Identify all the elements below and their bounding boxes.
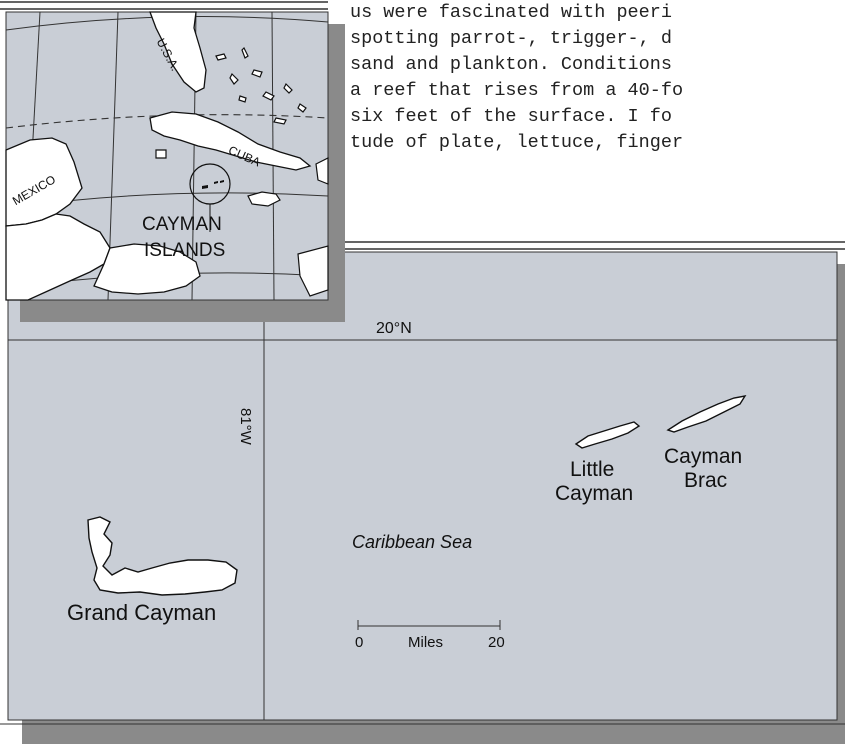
article-text: us were fascinated with peeri spotting p… xyxy=(350,0,845,156)
cayman-brac-island xyxy=(666,395,747,433)
article-line: six feet of the surface. I fo xyxy=(350,106,672,127)
latitude-label: 20°N xyxy=(376,320,412,337)
little-cayman-label-line2: Cayman xyxy=(555,482,634,505)
cuba-landmass xyxy=(149,111,312,171)
grand-cayman-island xyxy=(87,516,238,596)
article-line: tude of plate, lettuce, finger xyxy=(350,132,684,153)
article-line: spotting parrot-, trigger-, d xyxy=(350,28,672,49)
cayman-islands-label-line2: ISLANDS xyxy=(144,240,226,261)
florida-landmass xyxy=(149,11,207,93)
article-line: us were fascinated with peeri xyxy=(350,2,672,23)
scale-start-label: 0 xyxy=(355,634,364,651)
scale-unit-label: Miles xyxy=(408,634,444,651)
cayman-islands-label-line1: CAYMAN xyxy=(142,214,222,235)
little-cayman-label-line1: Little xyxy=(570,458,615,481)
jamaica-island xyxy=(247,191,281,207)
cayman-islands-map: 20°N 81°W Caribbean Sea Grand Cayman Lit… xyxy=(0,240,845,744)
cayman-brac-label-line1: Cayman xyxy=(664,445,743,468)
inset-locator-map: U.S.A. CUBA MEXICO CAYMAN ISLANDS xyxy=(0,0,345,322)
sea-area xyxy=(7,251,838,721)
little-cayman-island xyxy=(574,421,641,449)
scale-end-label: 20 xyxy=(488,634,505,651)
cayman-brac-label-line2: Brac xyxy=(684,469,728,492)
inset-map-svg xyxy=(0,1,345,322)
article-line: a reef that rises from a 40-fo xyxy=(350,80,684,101)
main-map-svg xyxy=(0,241,845,744)
sea-label: Caribbean Sea xyxy=(352,532,473,552)
bahamas-islands xyxy=(215,46,307,125)
longitude-label: 81°W xyxy=(237,408,254,445)
article-line: sand and plankton. Conditions xyxy=(350,54,672,75)
grand-cayman-label: Grand Cayman xyxy=(67,600,217,625)
